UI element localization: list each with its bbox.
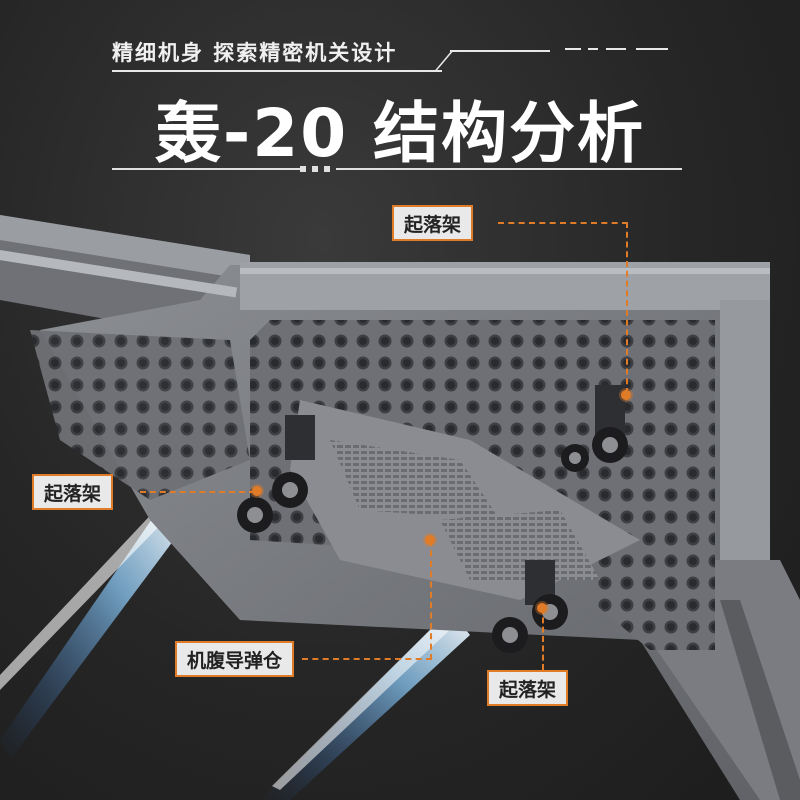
title-underline-tick	[324, 166, 330, 172]
page-title: 轰-20 结构分析	[154, 95, 646, 172]
leader-line	[140, 491, 255, 493]
leader-line	[626, 222, 628, 394]
subtitle-underline	[112, 70, 442, 72]
callout-marker-dot	[621, 390, 631, 400]
header-line-right	[450, 50, 550, 52]
callout-landing-gear-bottom: 起落架	[487, 670, 569, 706]
callout-weapons-bay: 机腹导弹仓	[175, 641, 295, 677]
title-underline-tick	[300, 166, 306, 172]
model-hull	[0, 215, 800, 800]
title-underline-left	[112, 168, 302, 170]
leader-line	[430, 540, 432, 660]
landing-gear-wheels	[237, 385, 628, 653]
title-underline-tick	[312, 166, 318, 172]
title-underline-right	[336, 168, 682, 170]
header-dash	[565, 48, 581, 50]
page-subtitle: 精细机身 探索精密机关设计	[112, 41, 398, 65]
header-dash	[606, 48, 626, 50]
header-dash	[588, 48, 598, 50]
callout-marker-dot	[252, 486, 262, 496]
callout-landing-gear-top: 起落架	[392, 205, 474, 241]
callout-marker-dot	[537, 603, 547, 613]
engine-exhaust-trails	[0, 500, 470, 800]
leader-line	[498, 222, 628, 224]
callout-landing-gear-left: 起落架	[32, 474, 114, 510]
callout-marker-dot	[425, 535, 435, 545]
leader-line	[542, 608, 544, 670]
leader-line	[302, 658, 432, 660]
header-dash	[636, 48, 668, 50]
